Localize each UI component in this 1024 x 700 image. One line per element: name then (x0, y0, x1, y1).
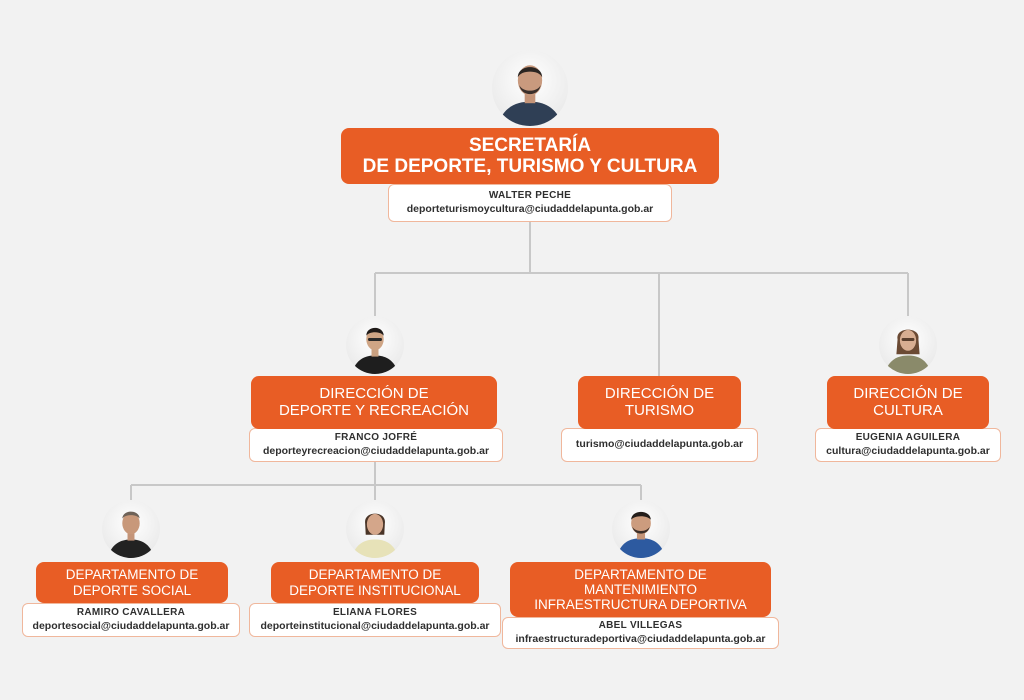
avatar-eugenia-aguilera (879, 316, 937, 374)
direccion-turismo-email[interactable]: turismo@ciudaddelapunta.gob.ar (575, 438, 744, 451)
depto-infraestructura-person-name: ABEL VILLEGAS (598, 620, 683, 632)
direccion-deporte-title-box: DIRECCIÓN DE DEPORTE Y RECREACIÓN (251, 376, 497, 429)
secretaria-info-box: WALTER PECHE deporteturismoycultura@ciud… (388, 184, 672, 222)
direccion-turismo-title-line-2: TURISMO (624, 401, 695, 419)
avatar-walter-peche (492, 50, 568, 126)
secretaria-title-line-1: SECRETARÍA (468, 134, 592, 156)
depto-social-person-name: RAMIRO CAVALLERA (76, 607, 186, 619)
depto-social-email[interactable]: deportesocial@ciudaddelapunta.gob.ar (32, 619, 230, 632)
depto-institucional-email[interactable]: deporteinstitucional@ciudaddelapunta.gob… (260, 619, 490, 632)
direccion-turismo-title-box: DIRECCIÓN DE TURISMO (578, 376, 741, 429)
direccion-cultura-title-line-1: DIRECCIÓN DE (853, 384, 963, 402)
depto-institucional-person-name: ELIANA FLORES (332, 607, 418, 619)
direccion-cultura-person-name: EUGENIA AGUILERA (855, 432, 961, 444)
depto-institucional-title-line-1: DEPARTAMENTO DE (308, 567, 442, 583)
depto-institucional-title-box: DEPARTAMENTO DE DEPORTE INSTITUCIONAL (271, 562, 479, 603)
direccion-cultura-email[interactable]: cultura@ciudaddelapunta.gob.ar (826, 444, 990, 457)
depto-infraestructura-title-line-1: DEPARTAMENTO DE (574, 566, 707, 582)
direccion-cultura-info-box: EUGENIA AGUILERA cultura@ciudaddelapunta… (815, 428, 1001, 462)
direccion-cultura-title-box: DIRECCIÓN DE CULTURA (827, 376, 989, 429)
depto-social-title-box: DEPARTAMENTO DE DEPORTE SOCIAL (36, 562, 228, 603)
secretaria-title-line-2: DE DEPORTE, TURISMO Y CULTURA (362, 156, 698, 177)
direccion-deporte-email[interactable]: deporteyrecreacion@ciudaddelapunta.gob.a… (262, 444, 490, 457)
depto-infraestructura-title-box: DEPARTAMENTO DE MANTENIMIENTO INFRAESTRU… (510, 562, 771, 617)
depto-infraestructura-info-box: ABEL VILLEGAS infraestructuradeportiva@c… (502, 617, 779, 649)
direccion-deporte-person-name: FRANCO JOFRÉ (334, 432, 418, 444)
avatar-ramiro-cavallera (102, 500, 160, 558)
direccion-deporte-info-box: FRANCO JOFRÉ deporteyrecreacion@ciudadde… (249, 428, 503, 462)
avatar-abel-villegas (612, 500, 670, 558)
secretaria-email[interactable]: deporteturismoycultura@ciudaddelapunta.g… (406, 202, 654, 215)
direccion-turismo-info-box: turismo@ciudaddelapunta.gob.ar (561, 428, 758, 462)
depto-infraestructura-email[interactable]: infraestructuradeportiva@ciudaddelapunta… (515, 632, 766, 645)
direccion-turismo-title-line-1: DIRECCIÓN DE (604, 384, 715, 402)
avatar-eliana-flores (346, 500, 404, 558)
depto-social-info-box: RAMIRO CAVALLERA deportesocial@ciudaddel… (22, 603, 240, 637)
depto-institucional-info-box: ELIANA FLORES deporteinstitucional@ciuda… (249, 603, 501, 637)
secretaria-title-box: SECRETARÍA DE DEPORTE, TURISMO Y CULTURA (341, 128, 719, 184)
depto-infraestructura-title-line-3: INFRAESTRUCTURA DEPORTIVA (534, 597, 747, 613)
direccion-cultura-title-line-2: CULTURA (873, 401, 943, 419)
direccion-deporte-title-line-2: DEPORTE Y RECREACIÓN (278, 401, 470, 419)
depto-infraestructura-title-line-2: MANTENIMIENTO (583, 581, 697, 597)
depto-social-title-line-1: DEPARTAMENTO DE (65, 567, 199, 583)
avatar-franco-jofre (346, 316, 404, 374)
depto-institucional-title-line-2: DEPORTE INSTITUCIONAL (289, 582, 461, 598)
direccion-deporte-title-line-1: DIRECCIÓN DE (319, 384, 429, 402)
depto-social-title-line-2: DEPORTE SOCIAL (72, 582, 192, 598)
secretaria-person-name: WALTER PECHE (488, 190, 572, 202)
